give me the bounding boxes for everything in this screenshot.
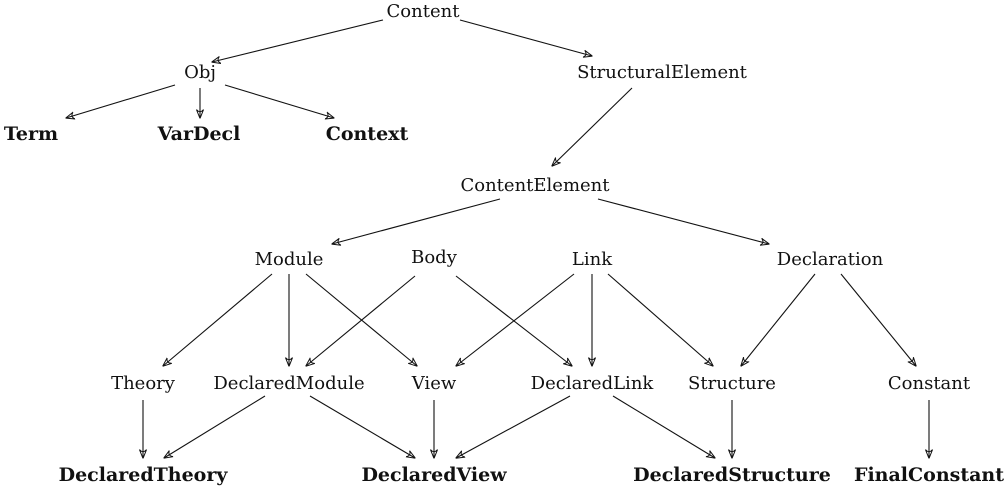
node-declared-module: DeclaredModule <box>213 373 364 394</box>
node-vardecl: VarDecl <box>157 123 241 145</box>
node-final-constant: FinalConstant <box>854 464 1004 486</box>
edge-declared-module-to-declared-theory <box>164 395 266 458</box>
node-context: Context <box>326 123 409 145</box>
node-declared-link: DeclaredLink <box>531 373 655 394</box>
node-constant: Constant <box>888 373 971 394</box>
node-term: Term <box>4 123 58 145</box>
edge-link-to-structure <box>607 273 713 366</box>
node-layer: Content Obj StructuralElement Term VarDe… <box>4 1 1004 486</box>
node-declaration: Declaration <box>777 249 884 270</box>
edge-declaration-to-constant <box>840 273 916 366</box>
node-structure: Structure <box>688 373 776 394</box>
edge-structural-element-to-content-element <box>552 87 633 166</box>
node-obj: Obj <box>184 62 216 83</box>
edge-body-to-declared-module <box>306 275 416 366</box>
edge-obj-to-context <box>224 84 334 118</box>
edge-layer <box>66 19 929 458</box>
node-declared-structure: DeclaredStructure <box>633 464 831 486</box>
edge-content-element-to-declaration <box>597 198 769 244</box>
node-content: Content <box>387 1 461 22</box>
edge-obj-to-term <box>66 84 176 118</box>
edge-declared-link-to-declared-structure <box>612 395 715 458</box>
edge-declaration-to-structure <box>741 273 816 366</box>
edge-link-to-view <box>456 273 575 366</box>
edge-declared-module-to-declared-view <box>309 395 415 458</box>
edge-content-to-obj <box>212 19 384 62</box>
node-declared-theory: DeclaredTheory <box>59 464 229 486</box>
edge-content-element-to-module <box>332 198 501 244</box>
node-theory: Theory <box>111 373 176 394</box>
node-link: Link <box>572 249 613 270</box>
node-body: Body <box>411 247 458 268</box>
node-structural-element: StructuralElement <box>577 62 748 83</box>
node-content-element: ContentElement <box>460 175 610 196</box>
node-declared-view: DeclaredView <box>361 464 507 486</box>
node-module: Module <box>255 249 324 270</box>
edge-content-to-structural-element <box>459 19 592 56</box>
edge-module-to-theory <box>163 273 273 366</box>
edge-declared-link-to-declared-view <box>456 395 571 458</box>
node-view: View <box>411 373 457 394</box>
